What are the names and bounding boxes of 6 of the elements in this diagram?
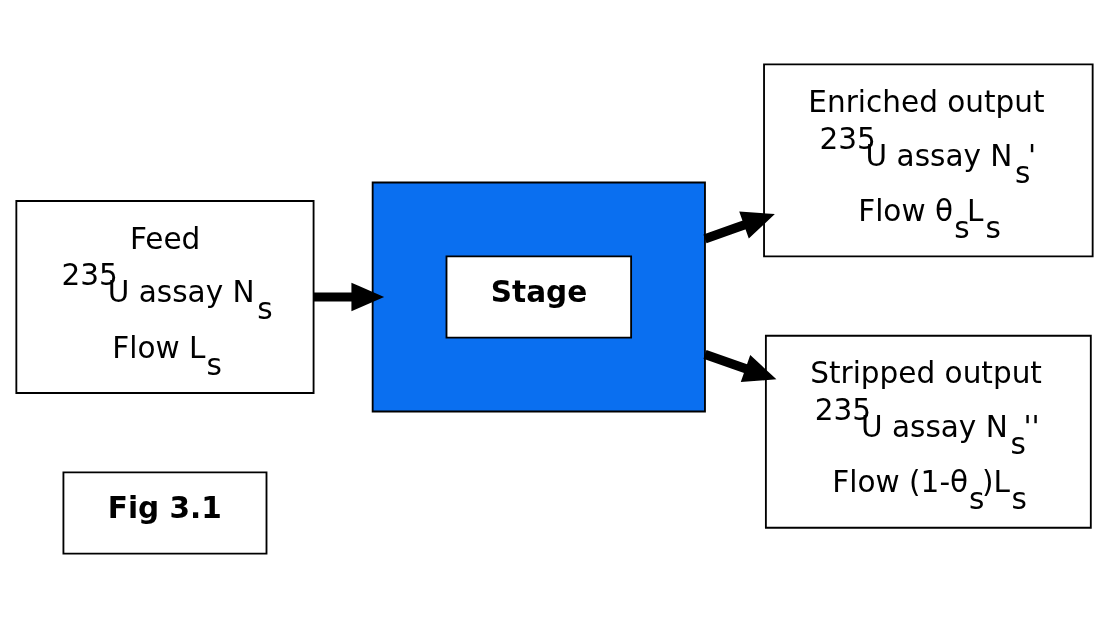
arrow xyxy=(703,349,777,382)
node-box: Stage xyxy=(445,254,633,339)
arrow xyxy=(313,282,385,311)
cluster xyxy=(371,181,706,412)
arrow xyxy=(703,211,775,243)
node-box: Fig 3.1 xyxy=(62,470,268,555)
